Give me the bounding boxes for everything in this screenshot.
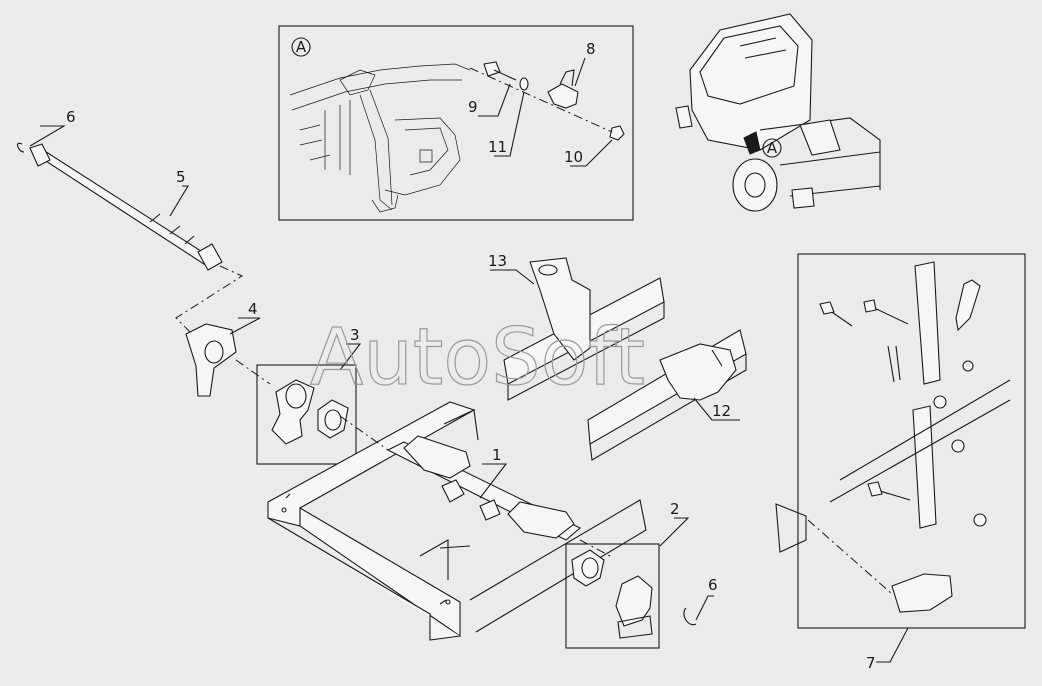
- bracket-8: [547, 83, 579, 109]
- bushing-group-2: 2 6: [565, 500, 718, 649]
- bolt-9-head: [483, 61, 501, 77]
- chassis-frame: [267, 401, 647, 641]
- washer-11: [519, 77, 529, 91]
- label-10: 10: [564, 148, 583, 166]
- detail-a-marker: A: [296, 38, 307, 56]
- truck-cab-sketch: A: [675, 13, 881, 212]
- group-2-frame: [565, 543, 660, 649]
- linkage-group-7: 7: [775, 253, 1026, 672]
- cross-shaft-1: 1: [339, 415, 611, 557]
- label-11: 11: [488, 138, 507, 156]
- label-5: 5: [176, 168, 186, 186]
- lever-4: 4: [185, 300, 271, 397]
- label-6-bottom: 6: [708, 576, 718, 594]
- label-2: 2: [670, 500, 680, 518]
- detail-a-marker-truck: A: [767, 139, 778, 157]
- bracket-13: [529, 257, 591, 361]
- label-13: 13: [488, 252, 507, 270]
- bracket-group-3: 3: [256, 326, 362, 465]
- ring-6-top: [16, 142, 25, 153]
- label-1: 1: [492, 446, 502, 464]
- nut-10: [609, 125, 625, 141]
- group-3-frame: [256, 364, 357, 465]
- label-9: 9: [468, 98, 478, 116]
- label-12: 12: [712, 402, 731, 420]
- label-6-top: 6: [66, 108, 76, 126]
- frame-sketch: [289, 63, 471, 96]
- watermark-text: AutoSoft: [310, 313, 645, 403]
- detail-a-marker-circle: [291, 37, 311, 57]
- label-8: 8: [586, 40, 596, 58]
- group-7-frame: [797, 253, 1026, 629]
- label-7: 7: [866, 654, 876, 672]
- label-4: 4: [248, 300, 258, 318]
- detail-a-inset: A 8 9 11 10: [278, 25, 634, 221]
- label-3: 3: [350, 326, 360, 344]
- detail-a-frame: [278, 25, 634, 221]
- shift-rod-5: 6 5: [16, 108, 244, 333]
- frame-rails: 13 12: [488, 252, 747, 461]
